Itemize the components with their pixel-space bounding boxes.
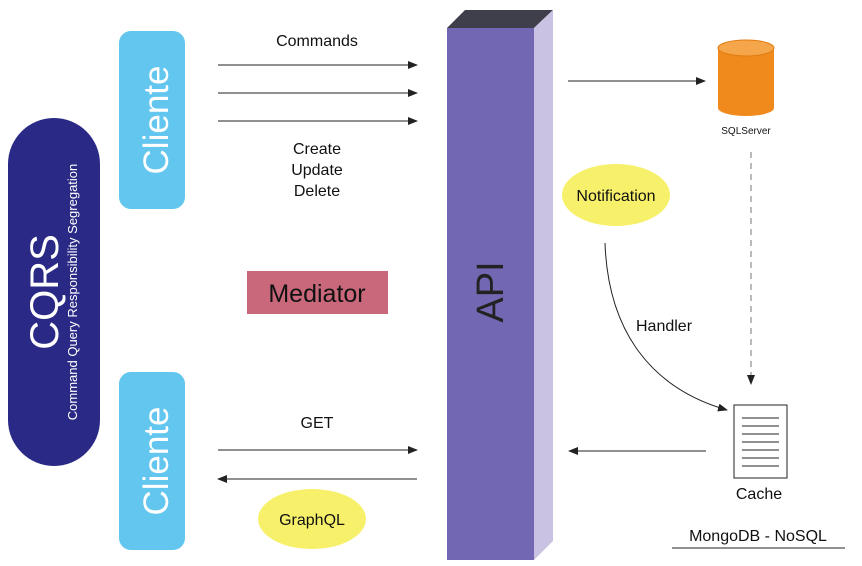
- handler-label: Handler: [636, 318, 693, 335]
- api-side-face: [534, 10, 553, 560]
- commands-label: Commands: [276, 33, 358, 50]
- cylinder-top: [717, 39, 775, 57]
- cylinder-body: [718, 48, 774, 108]
- cqrs-pill: [8, 118, 100, 466]
- operation-create: Create: [293, 141, 341, 158]
- get-label: GET: [301, 415, 334, 432]
- cqrs-subtitle: Command Query Responsibility Segregation: [65, 164, 80, 421]
- mongodb-label: MongoDB - NoSQL: [689, 528, 827, 545]
- cylinder-bottom: [718, 100, 774, 116]
- notification-label: Notification: [576, 188, 655, 205]
- graphql-label: GraphQL: [279, 512, 345, 529]
- client-bottom-label: Cliente: [137, 407, 176, 516]
- notification-bubble: Notification: [562, 164, 670, 226]
- api-label: API: [470, 261, 512, 322]
- mediator-box: Mediator: [247, 271, 388, 314]
- mediator-label: Mediator: [268, 280, 365, 308]
- client-top-box: [119, 31, 185, 209]
- mediator-rect: [247, 271, 388, 314]
- api-column: API: [447, 10, 553, 560]
- notification-ellipse: [562, 164, 670, 226]
- cqrs-title: CQRS: [23, 234, 67, 350]
- operation-delete: Delete: [294, 183, 340, 200]
- cqrs-panel: CQRS Command Query Responsibility Segreg…: [8, 118, 100, 466]
- sqlserver-database: SQLServer: [717, 39, 775, 137]
- api-top-face: [447, 10, 553, 28]
- cache-document: [733, 404, 788, 479]
- client-top-label: Cliente: [137, 66, 176, 175]
- sqlserver-label: SQLServer: [721, 126, 771, 137]
- api-front-face: [447, 28, 534, 560]
- graphql-bubble: GraphQL: [258, 489, 366, 549]
- client-bottom: Cliente: [119, 372, 185, 550]
- graphql-ellipse: [258, 489, 366, 549]
- operation-update: Update: [291, 162, 343, 179]
- client-top: Cliente: [119, 31, 185, 209]
- handler-arrow: [604, 242, 728, 412]
- cache-label: Cache: [736, 486, 782, 503]
- client-bottom-box: [119, 372, 185, 550]
